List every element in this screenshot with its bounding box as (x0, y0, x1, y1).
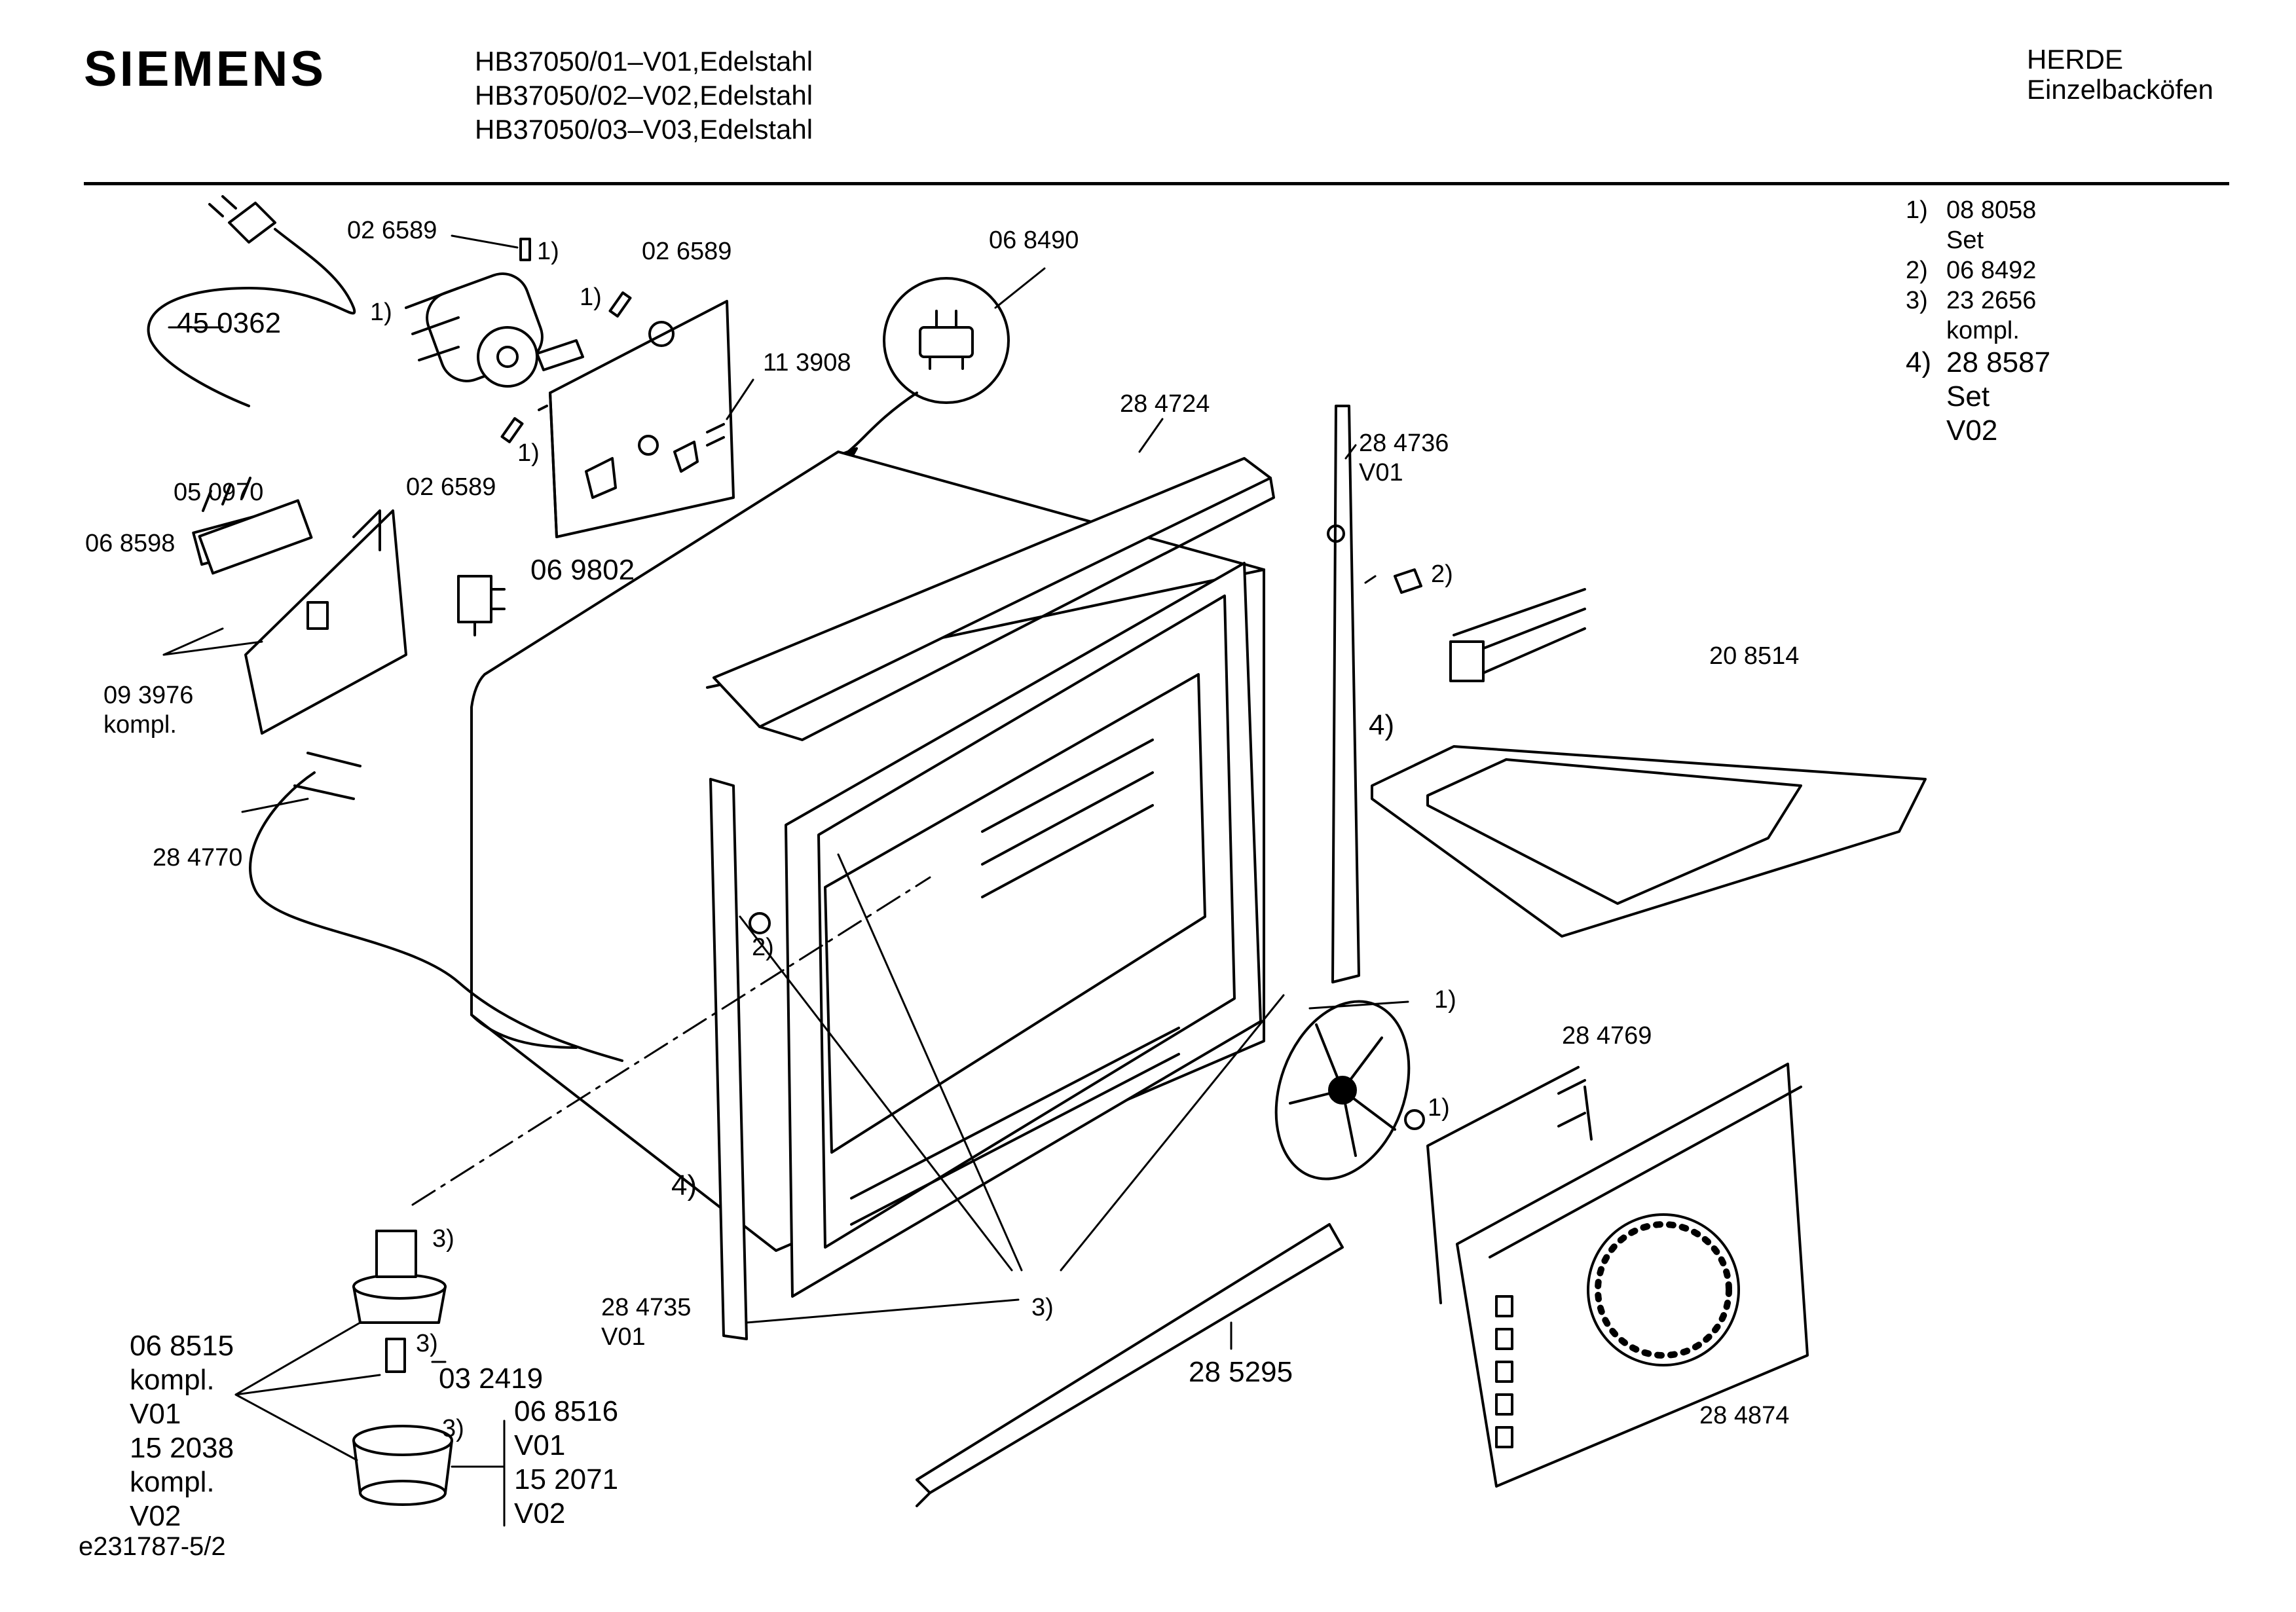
variant-label: V01 (601, 1323, 646, 1351)
part-label: 28 4769 (1562, 1022, 1652, 1050)
footnote-marker: 1) (580, 284, 602, 311)
part-label: 28 4736 (1359, 430, 1449, 457)
category-line: HERDE (2027, 44, 2124, 75)
part-label: 28 4724 (1120, 390, 1210, 418)
part-label: 20 8514 (1709, 642, 1800, 670)
part-label: 02 6589 (347, 217, 437, 244)
part-label: 28 5295 (1189, 1356, 1293, 1388)
part-label: 28 4770 (153, 844, 243, 871)
model-line: HB37050/02–V02,Edelstahl (475, 80, 813, 111)
fan-motor-drawing (406, 266, 583, 388)
part-label: 02 6589 (642, 238, 732, 265)
footnote-marker: 3) (432, 1225, 454, 1253)
part-label: 45 0362 (177, 307, 282, 339)
footnote-2: 2) 06 8492 (1906, 257, 2037, 284)
part-label: 05 0970 (174, 479, 264, 506)
footnote-marker: 1) (1428, 1094, 1450, 1122)
drawing-id: e231787-5/2 (79, 1532, 226, 1561)
category-line: Einzelbacköfen (2027, 74, 2213, 105)
oven-cavity-drawing (250, 452, 1274, 1296)
part-label: kompl. (103, 711, 177, 739)
part-label: 09 3976 (103, 682, 194, 709)
footnote-marker: 3) (442, 1415, 464, 1442)
part-label: 03 2419 (439, 1363, 544, 1395)
footnote-marker: 3) (416, 1330, 438, 1357)
variant-label: V01 (1359, 459, 1403, 486)
part-label: 06 9802 (530, 554, 635, 586)
model-line: HB37050/01–V01,Edelstahl (475, 46, 813, 77)
footnote-marker: 3) (1031, 1294, 1054, 1321)
category-label: HERDE Einzelbacköfen (2027, 45, 2213, 105)
part-label: 11 3908 (763, 349, 851, 376)
leader-lines (164, 236, 1408, 1526)
brand-logo: SIEMENS (84, 41, 327, 97)
part-label: 02 6589 (406, 473, 496, 501)
control-bracket-drawing (539, 301, 733, 537)
thermostat-magnifier-drawing (830, 278, 1009, 471)
right-rail-drawing (1328, 406, 1359, 982)
clip-drawings (502, 239, 631, 442)
footnote-marker: 1) (517, 439, 540, 467)
grill-element-drawing (1372, 570, 1925, 936)
header-divider (84, 182, 2229, 185)
footnote-marker: 2) (752, 934, 774, 961)
part-label: 28 4874 (1699, 1402, 1790, 1429)
bottom-rail-drawing (917, 1224, 1342, 1506)
model-line: HB37050/03–V03,Edelstahl (475, 114, 813, 145)
footnote-marker: 4) (671, 1169, 697, 1201)
model-list: HB37050/01–V01,Edelstahl HB37050/02–V02,… (475, 45, 813, 147)
switch-block-drawing (193, 478, 504, 733)
knob-assembly-drawing (354, 1231, 452, 1505)
part-label: 28 4735 (601, 1294, 692, 1321)
knob-variant-list-left: 06 8515 kompl. V01 15 2038 kompl. V02 (130, 1330, 234, 1532)
power-cord-drawing (149, 196, 355, 406)
footnote-marker: 2) (1431, 560, 1453, 588)
rear-panel-drawing (1428, 1064, 1807, 1486)
part-label: 06 8598 (85, 530, 176, 557)
footnote-marker: 1) (537, 238, 559, 265)
footnote-marker: 1) (1434, 986, 1456, 1014)
left-rail-drawing (711, 779, 769, 1339)
knob-variant-list-right: 06 8516 V01 15 2071 V02 (514, 1395, 619, 1530)
footnote-marker: 1) (370, 299, 392, 326)
part-label: 06 8490 (989, 227, 1079, 254)
fan-wheel-drawing (1253, 983, 1432, 1198)
footnote-marker: 4) (1369, 709, 1395, 741)
